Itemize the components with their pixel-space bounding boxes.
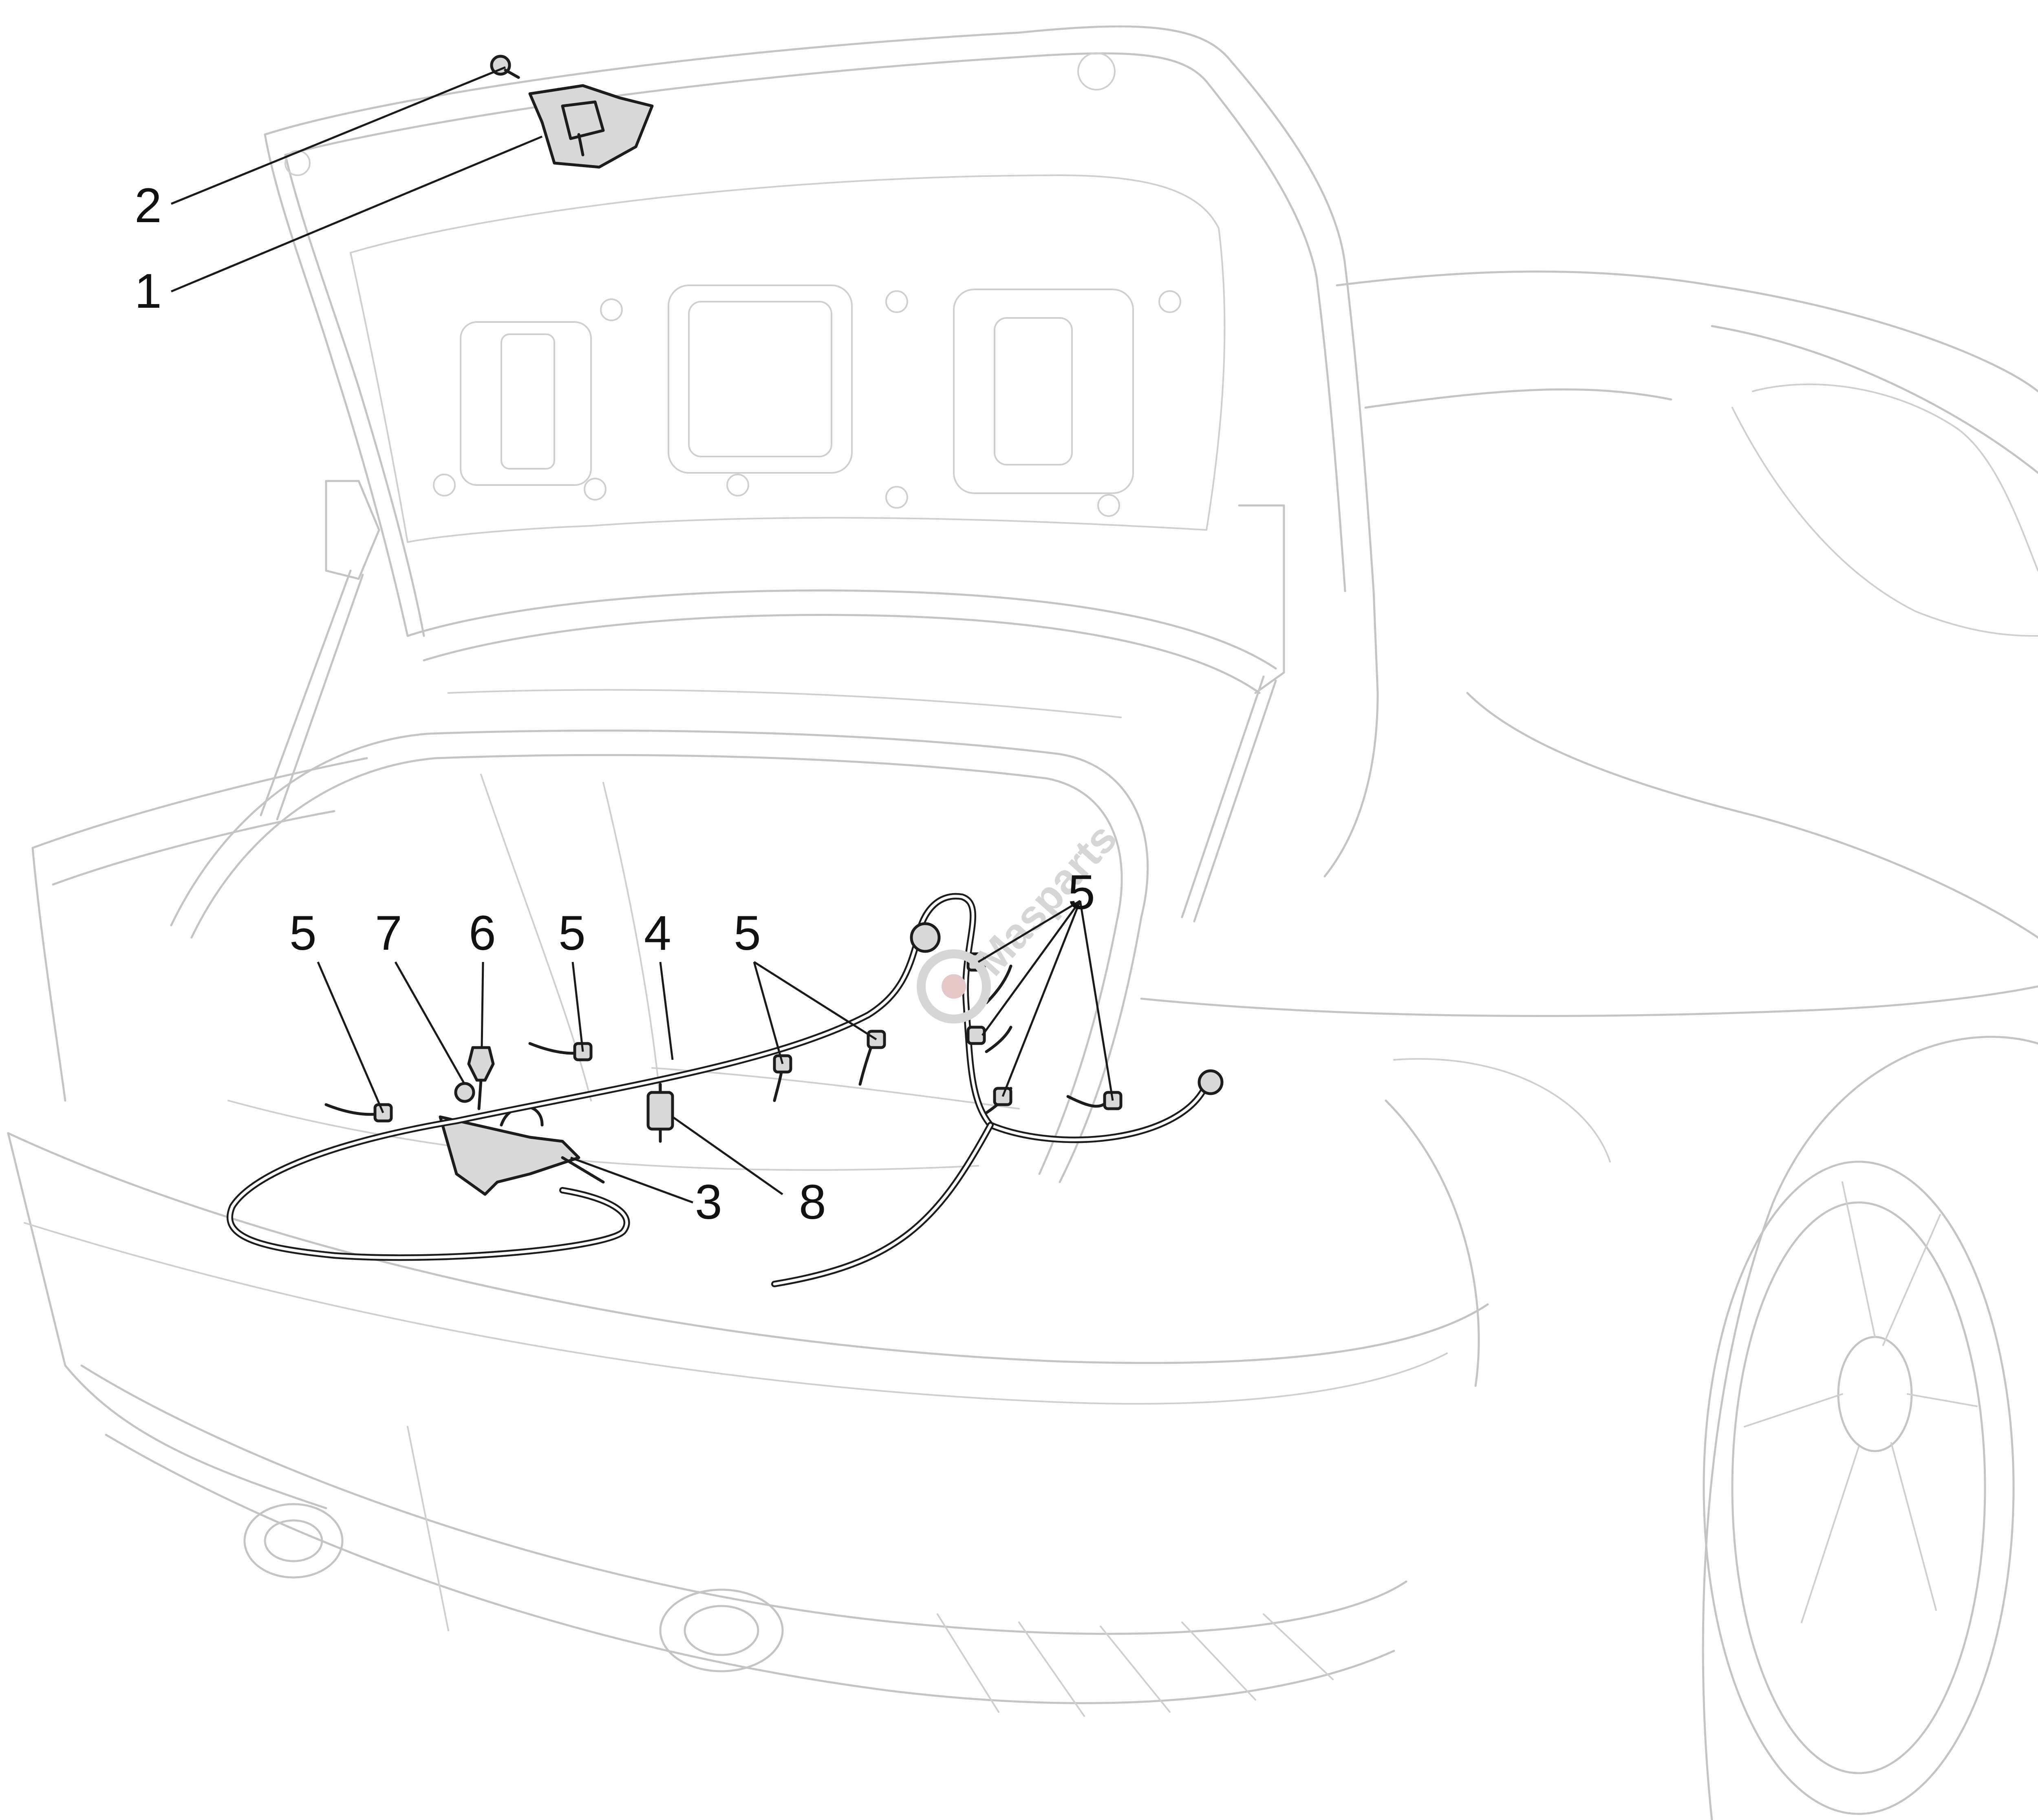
callout-labels: 1 2 3 4 5 5 5 5 6 7 8 xyxy=(135,178,1095,1229)
callout-2: 2 xyxy=(135,178,162,233)
callout-5-right: 5 xyxy=(1068,865,1095,920)
lock-screw-part xyxy=(490,55,520,79)
callout-7: 7 xyxy=(375,906,402,960)
callout-8: 8 xyxy=(799,1175,826,1229)
bolt-part xyxy=(467,1046,495,1110)
trunk-latch-assembly xyxy=(226,55,1224,1287)
trunk-switch-part xyxy=(646,1083,674,1143)
release-cable-part xyxy=(226,893,1224,1287)
trunk-latch-part xyxy=(439,1115,580,1196)
callout-1: 1 xyxy=(135,264,162,318)
callout-3: 3 xyxy=(695,1175,722,1229)
car-body-outline xyxy=(7,25,2038,1820)
lid-lock-part xyxy=(528,84,654,169)
leader-lines xyxy=(171,66,1114,1204)
callout-5-center: 5 xyxy=(734,906,761,960)
callout-6: 6 xyxy=(469,906,496,960)
watermark-brand: Masparts xyxy=(966,814,1126,984)
callout-4: 4 xyxy=(644,906,671,960)
cable-clips-part xyxy=(324,952,1123,1123)
callout-5-center-left: 5 xyxy=(558,906,586,960)
callout-5-left: 5 xyxy=(289,906,317,960)
nut-part xyxy=(454,1082,475,1103)
